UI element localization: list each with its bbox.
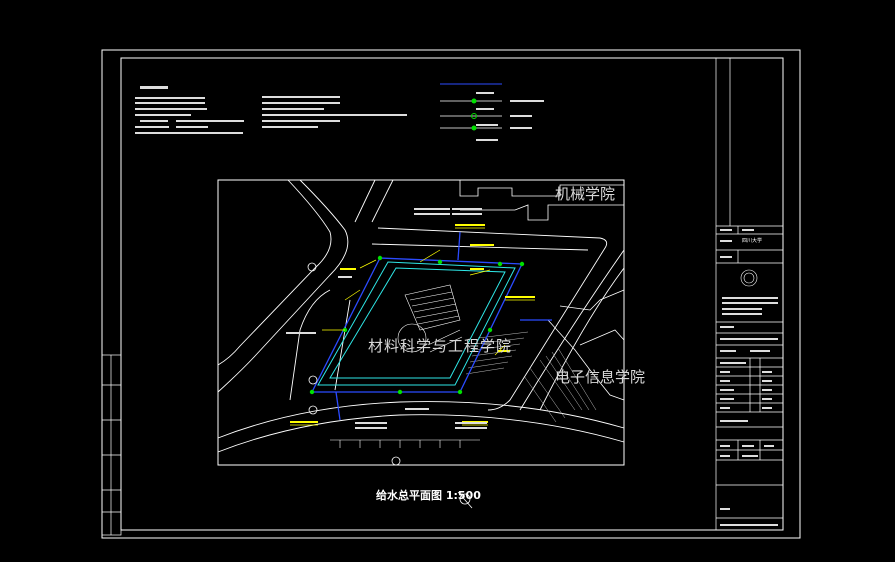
- hydrant-markers: [309, 255, 525, 395]
- title-block-client: 四川大学: [742, 238, 763, 244]
- general-notes: [135, 86, 407, 134]
- pipe-annotations: [290, 227, 535, 426]
- site-plan: [217, 179, 625, 466]
- main-building-outline: [317, 261, 516, 386]
- title-block-text: [720, 229, 778, 526]
- surrounding-buildings: [459, 180, 625, 401]
- label-mechanical-college: 机械学院: [555, 185, 616, 203]
- plan-title: 给水总平面图 1:500: [376, 489, 481, 502]
- grid-axis-markers: [307, 262, 401, 466]
- fence-line: [330, 439, 480, 448]
- white-callout-text: [286, 208, 487, 429]
- north-arrow-icon: [457, 491, 473, 509]
- left-binding-strip: [101, 354, 122, 536]
- pipe-legend: [440, 83, 544, 141]
- roads: [217, 179, 625, 453]
- label-electronic-college: 电子信息学院: [555, 368, 646, 386]
- outer-frame: [101, 49, 801, 539]
- title-block: [715, 57, 784, 531]
- university-seal-icon: [740, 269, 758, 287]
- plan-viewport: [217, 179, 625, 466]
- inner-frame: [120, 57, 784, 531]
- water-main-pipe: [310, 231, 552, 421]
- courtyard-stairs: [397, 284, 463, 353]
- label-materials-college: 材料科学与工程学院: [368, 337, 513, 355]
